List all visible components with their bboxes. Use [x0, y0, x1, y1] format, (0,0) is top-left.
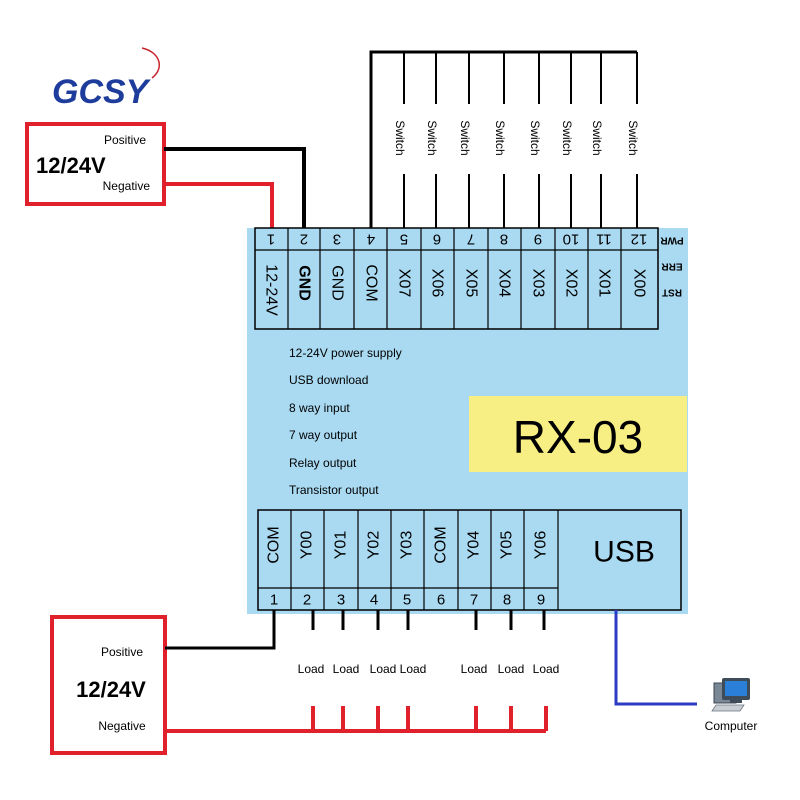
bottom-terminal-label: Y00: [299, 531, 316, 560]
top-terminal-number: 2: [300, 231, 308, 248]
top-terminal-label: X05: [463, 269, 480, 298]
wire-top-positive: [164, 147, 306, 228]
load-wires: [311, 610, 546, 630]
bottom-terminal-label: Y03: [399, 531, 416, 560]
switch-label: Switch: [493, 120, 507, 155]
bottom-terminal-label: Y01: [333, 531, 350, 560]
bottom-terminal-number: 5: [403, 592, 411, 609]
switch-label: Switch: [393, 120, 407, 155]
top-terminal-number: 11: [596, 231, 612, 248]
top-terminal-label: X03: [530, 269, 547, 298]
switch-labels: Switch Switch Switch Switch Switch Switc…: [393, 120, 640, 155]
computer-label: Computer: [705, 719, 758, 733]
bottom-terminal-label: COM: [433, 526, 450, 563]
switch-label: Switch: [590, 120, 604, 155]
bottom-terminal-number: 8: [503, 592, 511, 609]
indicator-err: ERR: [661, 261, 683, 272]
model-label-bg: [469, 396, 687, 472]
top-terminal-number: 9: [534, 231, 542, 248]
supply-bottom-voltage: 12/24V: [76, 677, 146, 702]
feature-item: Transistor output: [289, 483, 379, 497]
switch-label: Switch: [458, 120, 472, 155]
switch-label: Switch: [626, 120, 640, 155]
supply-top-negative-label: Negative: [103, 179, 151, 193]
bottom-terminal-number: 3: [337, 592, 345, 609]
top-terminal-number: 6: [433, 231, 441, 248]
model-label: RX-03: [513, 411, 643, 463]
switch-label: Switch: [560, 120, 574, 155]
bottom-terminal-number: 6: [437, 592, 445, 609]
top-terminal-label: X04: [496, 269, 513, 298]
supply-top-voltage: 12/24V: [36, 153, 106, 178]
supply-top-positive-label: Positive: [104, 133, 146, 147]
bottom-terminal-block: COM Y00 Y01 Y02 Y03 COM Y04 Y05 Y06 1 2 …: [257, 509, 682, 611]
top-terminal-number: 1: [267, 231, 275, 248]
bottom-terminal-number: 7: [470, 592, 478, 609]
switch-label: Switch: [425, 120, 439, 155]
top-terminal-label: X07: [396, 269, 413, 298]
switch-label: Switch: [528, 120, 542, 155]
bottom-terminal-number: 1: [270, 592, 278, 609]
top-terminal-label: COM: [363, 264, 380, 301]
top-terminal-label: X00: [631, 269, 648, 298]
indicator-rst: RST: [662, 287, 682, 298]
top-terminal-number: 4: [367, 231, 375, 248]
bottom-terminal-label: COM: [266, 526, 283, 563]
supply-bottom-negative-label: Negative: [98, 719, 146, 733]
feature-list: 12-24V power supply USB download 8 way i…: [289, 346, 402, 497]
bottom-terminal-number: 9: [537, 592, 545, 609]
indicator-labels: PWR ERR RST: [660, 235, 684, 298]
top-terminal-block: 1 2 3 4 5 6 7 8 9 10 11 12 12-24V GND GN…: [254, 227, 659, 330]
logo-text: GCSY: [52, 73, 152, 111]
top-terminal-number: 12: [631, 231, 648, 248]
load-label: Load: [533, 662, 560, 676]
usb-port-label: USB: [593, 536, 655, 569]
load-labels: Load Load Load Load Load Load Load: [298, 662, 560, 676]
load-label: Load: [298, 662, 325, 676]
bottom-terminal-label: Y02: [366, 531, 383, 560]
load-label: Load: [498, 662, 525, 676]
bottom-terminal-number: 4: [370, 592, 378, 609]
top-terminal-label: X01: [596, 269, 613, 298]
top-terminal-label: 12-24V: [263, 264, 280, 316]
bottom-terminal-number: 2: [303, 592, 311, 609]
top-terminal-number: 8: [500, 231, 508, 248]
top-terminal-label: X02: [563, 269, 580, 298]
feature-item: 7 way output: [289, 428, 358, 442]
supply-bottom-positive-label: Positive: [101, 645, 143, 659]
top-terminal-number: 3: [333, 231, 341, 248]
bottom-terminal-label: Y04: [466, 531, 483, 560]
top-terminal-label: X06: [429, 269, 446, 298]
supply-box-top: Positive 12/24V Negative: [25, 122, 166, 206]
load-return-wires: [165, 706, 548, 733]
brand-logo: GCSY: [52, 47, 161, 111]
wire-top-negative: [164, 182, 274, 228]
feature-item: 8 way input: [289, 401, 350, 415]
load-label: Load: [333, 662, 360, 676]
computer-icon: [711, 678, 750, 712]
top-terminal-label: GND: [329, 265, 346, 301]
load-label: Load: [370, 662, 397, 676]
top-terminal-label: GND: [296, 265, 313, 301]
bottom-terminal-label: Y05: [499, 531, 516, 560]
supply-box-bottom: Positive 12/24V Negative: [50, 615, 167, 755]
feature-item: Relay output: [289, 456, 357, 470]
wire-bottom-common: [165, 610, 276, 650]
feature-item: 12-24V power supply: [289, 346, 402, 360]
top-terminal-number: 7: [467, 231, 475, 248]
load-label: Load: [461, 662, 488, 676]
top-terminal-number: 5: [400, 231, 408, 248]
usb-cable: [614, 610, 697, 706]
feature-item: USB download: [289, 373, 368, 387]
indicator-pwr: PWR: [660, 235, 684, 246]
switch-wiring: [369, 50, 638, 228]
bottom-terminal-label: Y06: [533, 531, 550, 560]
load-label: Load: [400, 662, 427, 676]
top-terminal-number: 10: [563, 231, 580, 248]
